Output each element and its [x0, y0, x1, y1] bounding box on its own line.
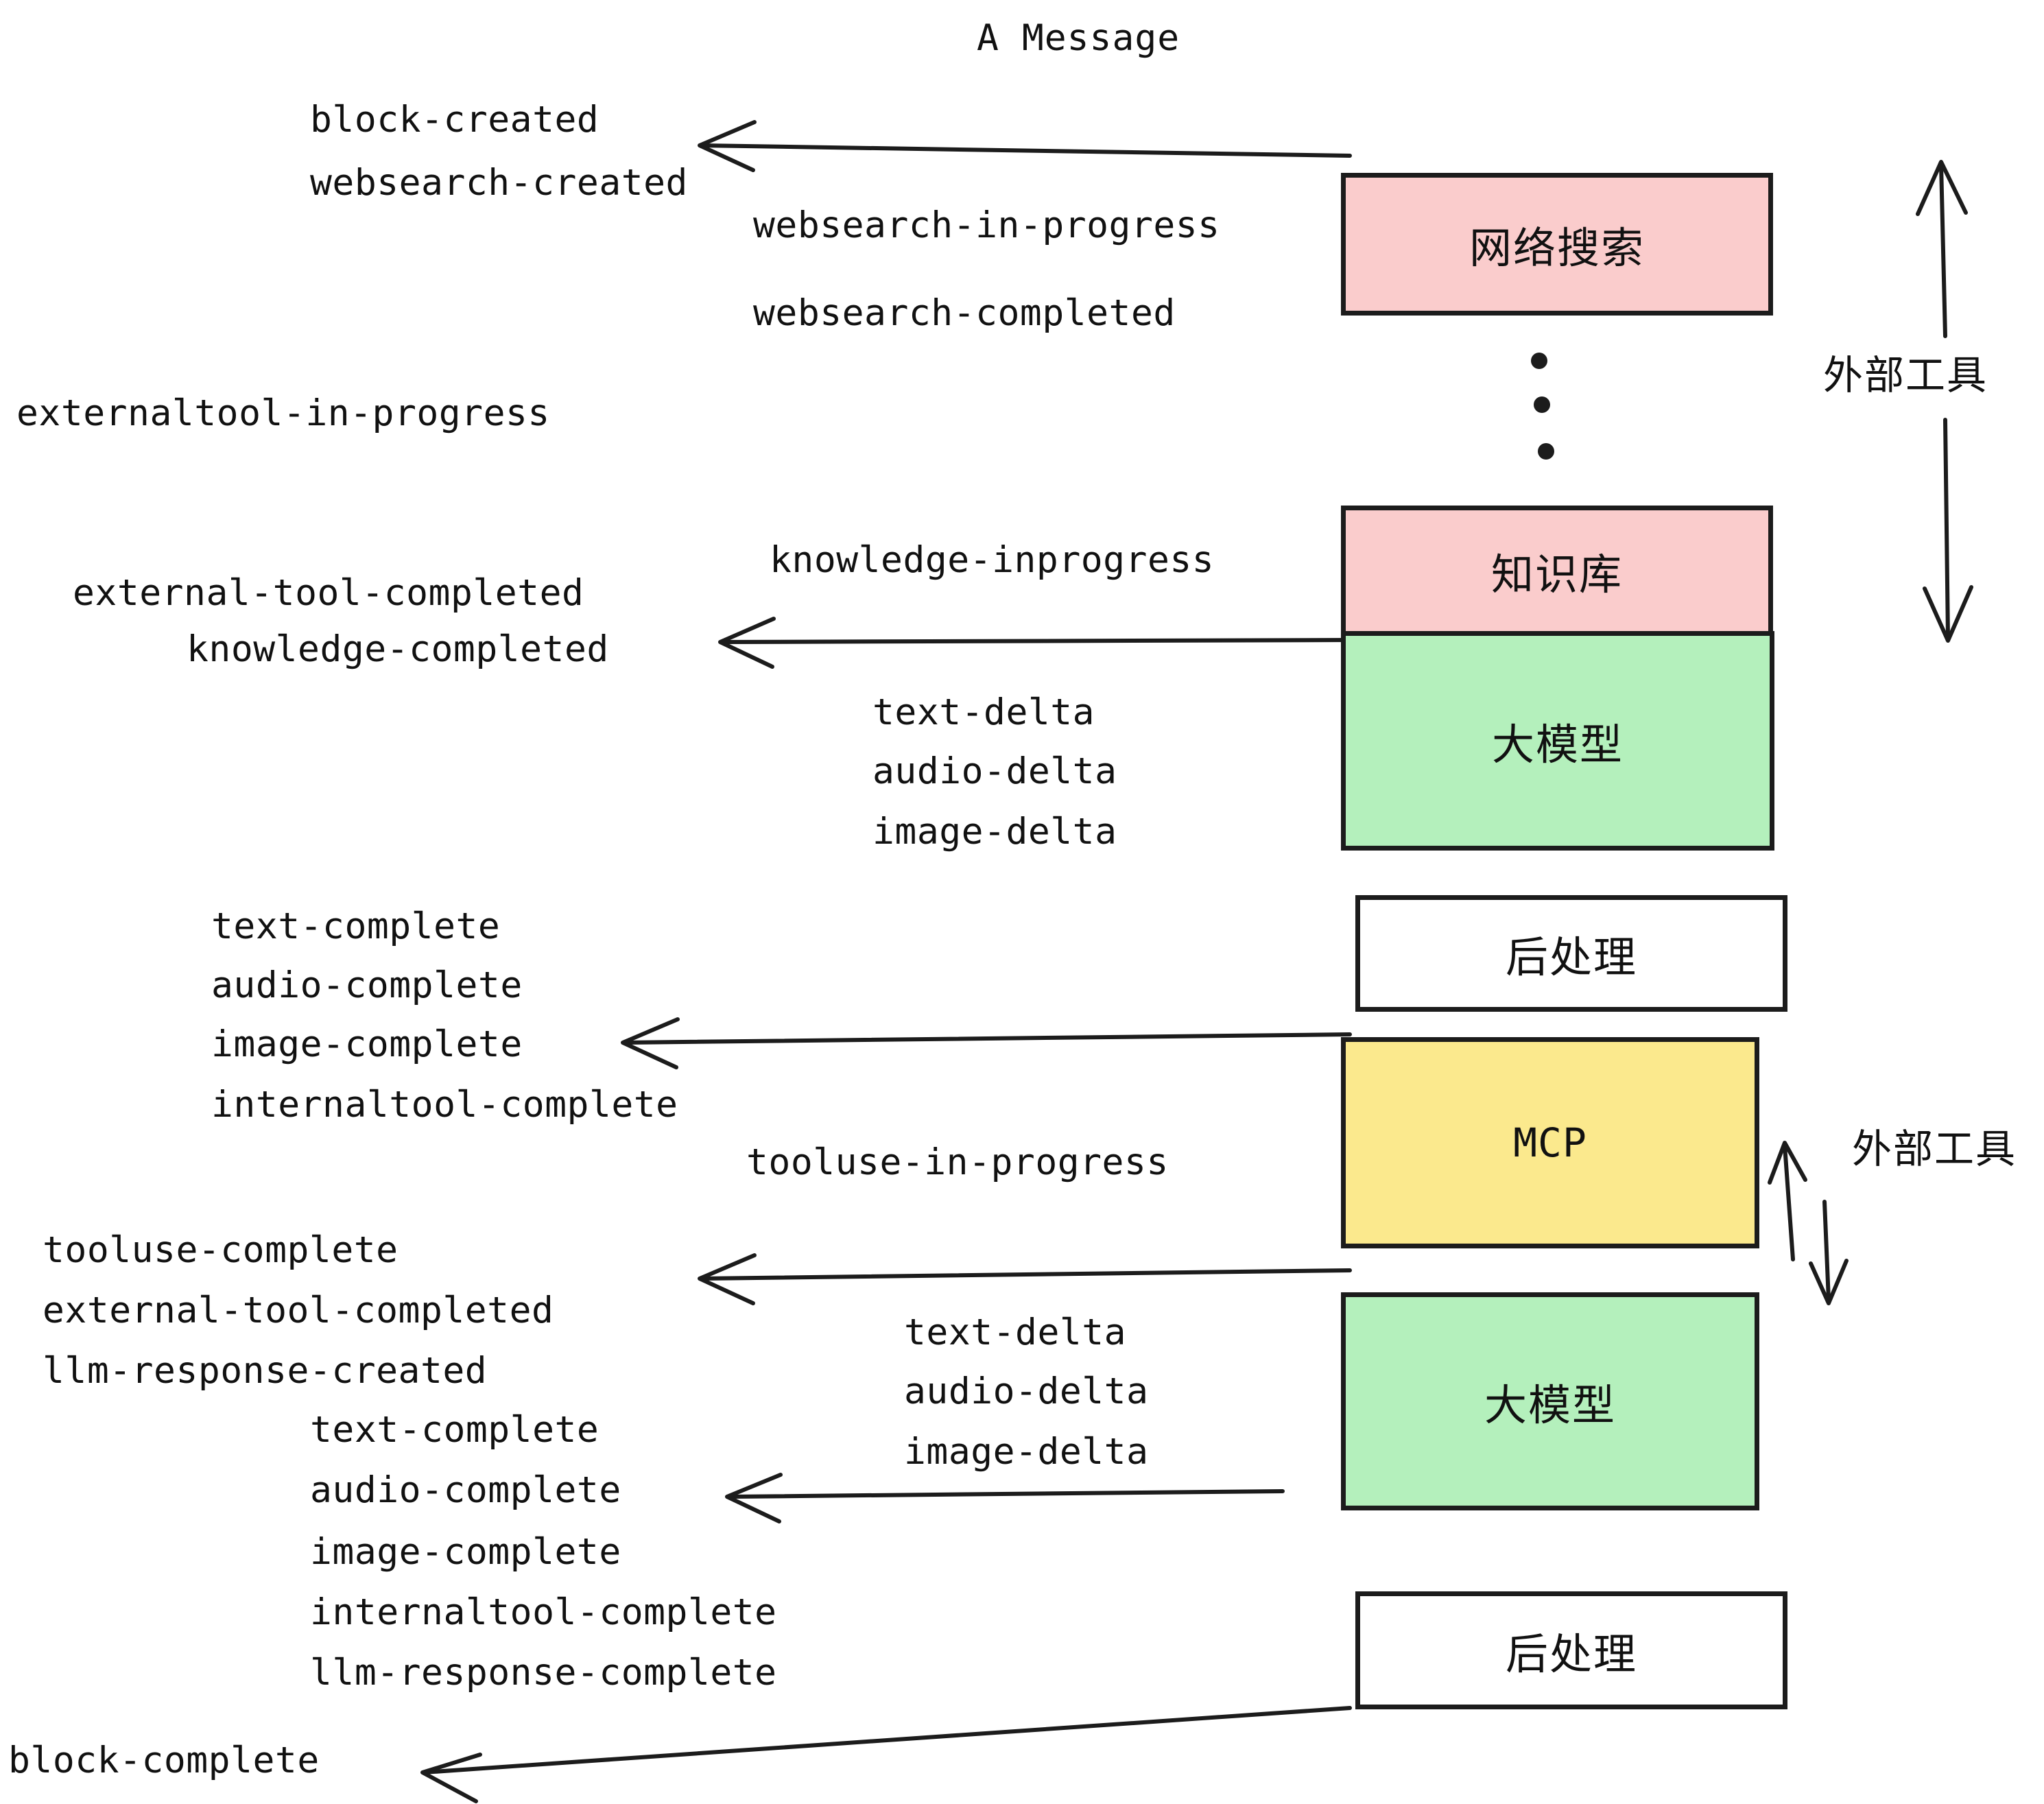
event-external-tool-completed-1: external-tool-completed [73, 572, 584, 614]
node-llm-1[interactable]: 大模型 [1341, 631, 1774, 851]
arrow-postproc1-to-left [621, 1017, 1352, 1069]
event-text-delta-2: text-delta [904, 1312, 1127, 1353]
ellipsis-dot [1534, 396, 1550, 413]
diagram-title: A Message [977, 17, 1180, 59]
event-block-complete: block-complete [8, 1740, 320, 1781]
arrow-websearch-to-left [698, 120, 1352, 172]
event-websearch-in-progress: websearch-in-progress [753, 204, 1220, 246]
node-knowledge[interactable]: 知识库 [1341, 506, 1773, 636]
group-label-external-tools-top: 外部工具 [1823, 352, 1988, 399]
arrow-external-tools-bottom-up [1768, 1141, 1807, 1261]
node-postprocess-1-label: 后处理 [1505, 932, 1637, 982]
event-image-complete-1: image-complete [211, 1023, 523, 1065]
node-knowledge-label: 知识库 [1490, 549, 1623, 600]
event-websearch-completed: websearch-completed [753, 292, 1176, 334]
arrow-external-tools-bottom-down [1809, 1200, 1849, 1305]
ellipsis-dot [1538, 443, 1554, 460]
node-mcp-label: MCP [1513, 1119, 1587, 1166]
event-tooluse-in-progress: tooluse-in-progress [746, 1141, 1169, 1183]
event-image-delta-2: image-delta [904, 1431, 1149, 1473]
node-postprocess-2-label: 后处理 [1505, 1629, 1637, 1679]
arrow-llm2-to-left [725, 1473, 1285, 1523]
event-block-created: block-created [310, 99, 599, 141]
event-audio-delta-1: audio-delta [872, 750, 1117, 792]
arrow-knowledge-to-left [718, 617, 1352, 669]
arrow-external-tools-top-down [1923, 418, 1973, 643]
event-image-delta-1: image-delta [872, 811, 1117, 853]
event-externaltool-in-progress: externaltool-in-progress [16, 392, 550, 434]
node-postprocess-2[interactable]: 后处理 [1355, 1591, 1787, 1709]
event-external-tool-completed-2: external-tool-completed [43, 1290, 554, 1331]
event-text-complete-1: text-complete [211, 905, 501, 947]
event-knowledge-completed: knowledge-completed [187, 628, 609, 670]
event-internaltool-complete-1: internaltool-complete [211, 1084, 678, 1126]
node-websearch[interactable]: 网络搜索 [1341, 173, 1773, 316]
node-llm-2-label: 大模型 [1484, 1380, 1616, 1430]
event-image-complete-2: image-complete [310, 1531, 621, 1573]
event-knowledge-inprogress: knowledge-inprogress [770, 539, 1215, 581]
event-websearch-created: websearch-created [310, 162, 688, 204]
event-internaltool-complete-2: internaltool-complete [310, 1591, 777, 1633]
arrow-postproc2-to-left [420, 1706, 1352, 1803]
event-llm-response-created: llm-response-created [43, 1350, 488, 1392]
node-llm-1-label: 大模型 [1491, 720, 1624, 770]
arrow-mcp-to-left [698, 1253, 1352, 1305]
event-audio-complete-2: audio-complete [310, 1469, 621, 1511]
event-tooluse-complete: tooluse-complete [43, 1229, 399, 1271]
node-postprocess-1[interactable]: 后处理 [1355, 895, 1787, 1012]
node-mcp[interactable]: MCP [1341, 1037, 1759, 1248]
event-text-complete-2: text-complete [310, 1409, 599, 1451]
group-label-external-tools-bottom: 外部工具 [1852, 1126, 2017, 1172]
event-audio-complete-1: audio-complete [211, 964, 523, 1006]
node-websearch-label: 网络搜索 [1469, 223, 1645, 273]
node-llm-2[interactable]: 大模型 [1341, 1292, 1759, 1510]
arrow-external-tools-top-up [1916, 160, 1968, 338]
event-audio-delta-2: audio-delta [904, 1370, 1149, 1412]
event-text-delta-1: text-delta [872, 691, 1095, 733]
event-llm-response-complete: llm-response-complete [310, 1652, 777, 1694]
ellipsis-dot [1531, 353, 1547, 369]
